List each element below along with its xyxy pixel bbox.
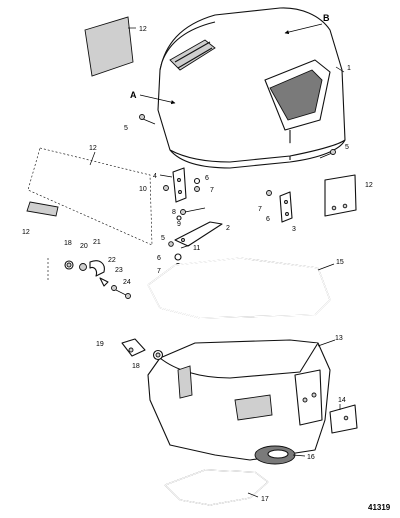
callout-21: 21	[93, 239, 101, 246]
callout-12-lower: 12	[22, 229, 30, 236]
callout-11: 11	[193, 245, 200, 252]
screw-5-upper	[139, 114, 156, 125]
washer-9	[176, 215, 182, 221]
grommet-18-lower	[152, 349, 164, 361]
callout-23: 23	[115, 267, 123, 274]
callout-4: 4	[153, 173, 157, 180]
label-a: A	[130, 90, 137, 100]
callout-16: 16	[307, 454, 315, 461]
gasket-17	[164, 469, 269, 506]
decal-14	[329, 404, 358, 434]
cowl-seal	[147, 257, 331, 319]
latch-lever	[174, 221, 223, 247]
label-b: B	[323, 13, 330, 23]
callout-9: 9	[177, 221, 181, 228]
callout-12-right: 12	[365, 182, 373, 189]
screw-5-right-bracket	[266, 190, 272, 196]
screw-5-lower	[168, 241, 174, 247]
callout-2: 2	[226, 225, 230, 232]
bottom-cowl	[147, 339, 331, 461]
linkage-assembly	[47, 258, 131, 299]
screw-5-right	[319, 149, 336, 159]
callout-18-upper: 18	[64, 240, 72, 247]
bracket-19	[121, 338, 146, 357]
callout-5-right: 5	[345, 144, 349, 151]
washer-6	[193, 177, 201, 185]
washer-6-lower	[174, 253, 182, 261]
callout-7-lower: 7	[157, 268, 161, 275]
callout-6-upper: 6	[205, 175, 209, 182]
callout-7-upper: 7	[210, 187, 214, 194]
decal-right	[324, 174, 357, 217]
bolt-8	[180, 207, 206, 215]
top-cowl	[157, 7, 346, 169]
callout-5-upper: 5	[124, 125, 128, 132]
callout-13: 13	[335, 335, 343, 342]
callout-12-top: 12	[139, 26, 147, 33]
callout-3: 3	[292, 226, 296, 233]
callout-8: 8	[172, 209, 176, 216]
decal-left-dashed	[26, 147, 153, 246]
figure-number: 41319	[368, 503, 391, 512]
callout-6-right: 6	[266, 216, 270, 223]
callout-22: 22	[108, 257, 116, 264]
nut-7	[194, 186, 200, 192]
callout-7-right: 7	[258, 206, 262, 213]
nut-10	[163, 185, 169, 191]
latch-bracket-right	[279, 191, 293, 223]
decal-top-left	[84, 16, 136, 77]
callout-17: 17	[261, 496, 269, 503]
latch-bracket	[159, 167, 187, 203]
callout-14: 14	[338, 397, 346, 404]
callout-1: 1	[347, 65, 351, 72]
callout-15: 15	[336, 259, 344, 266]
callout-24: 24	[123, 279, 131, 286]
callout-5-lower: 5	[161, 235, 165, 242]
callout-18-lower: 18	[132, 363, 140, 370]
callout-19: 19	[96, 341, 104, 348]
grommet-16	[254, 445, 296, 465]
callout-6-lower: 6	[157, 255, 161, 262]
callout-12-left: 12	[89, 145, 97, 152]
callout-20: 20	[80, 243, 88, 250]
callout-10: 10	[139, 186, 147, 193]
